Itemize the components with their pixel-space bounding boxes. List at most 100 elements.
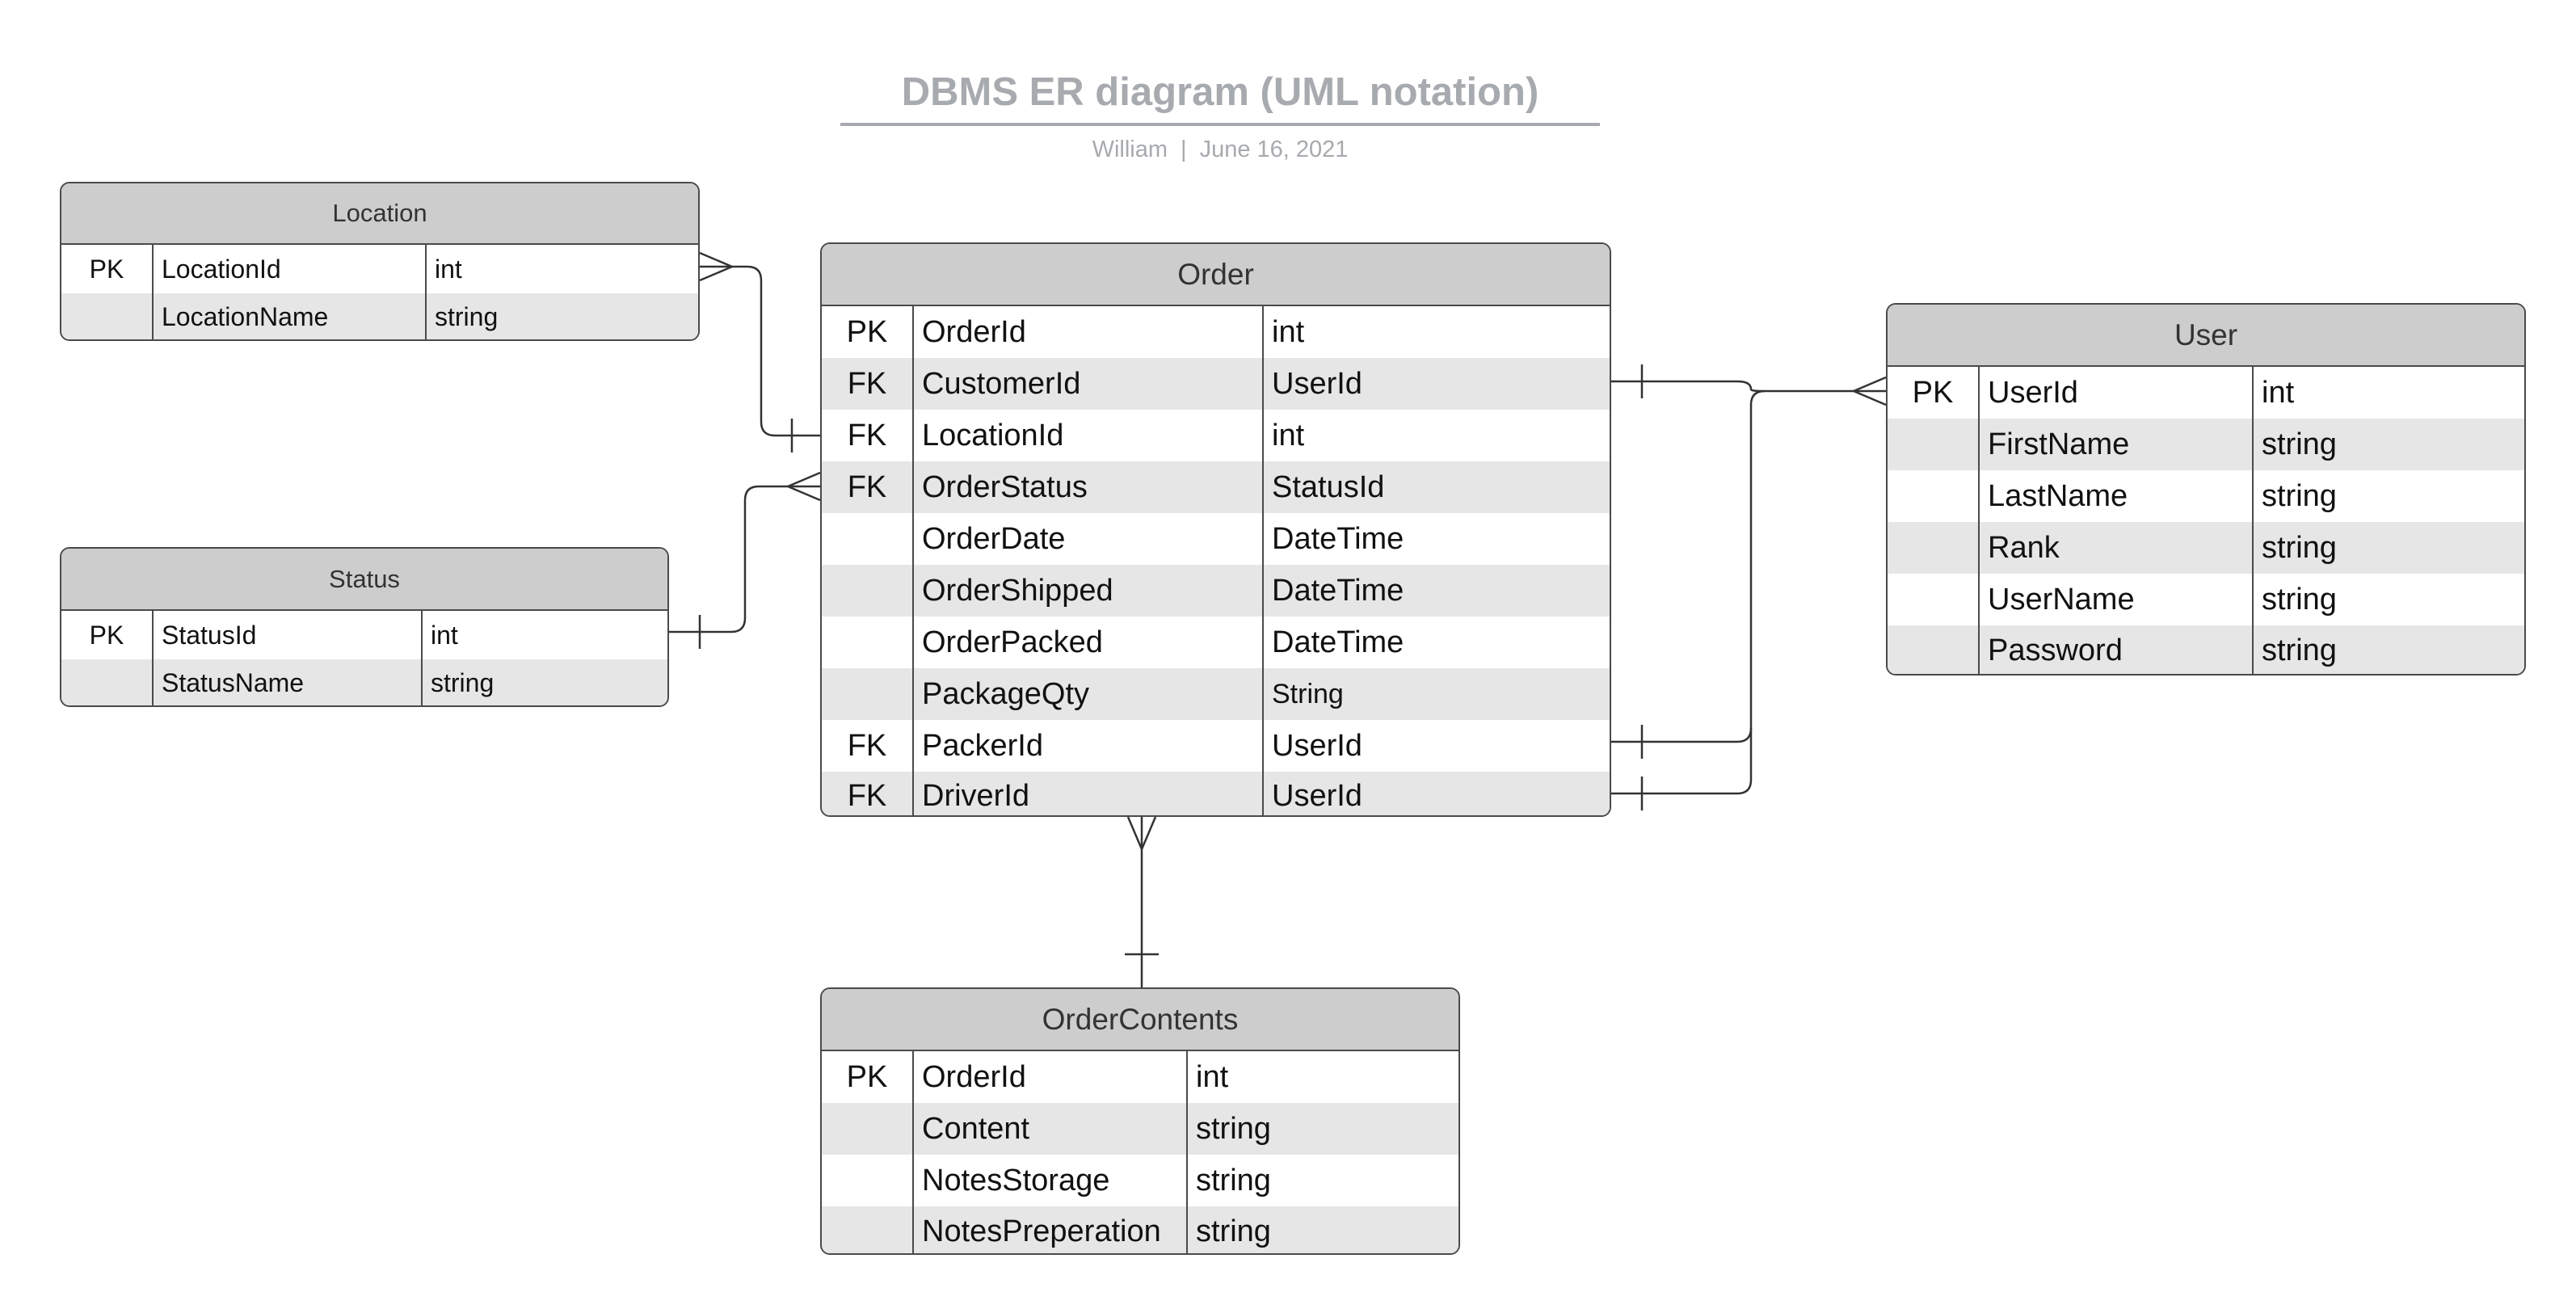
entity-header: Status	[61, 549, 667, 611]
field-name: LastName	[1980, 470, 2254, 522]
key-cell	[822, 1103, 914, 1155]
field-name: LocationId	[914, 410, 1264, 461]
field-name: CustomerId	[914, 358, 1264, 410]
diagram-title: DBMS ER diagram (UML notation)	[901, 70, 1539, 114]
key-cell	[1888, 574, 1980, 625]
key-cell	[1888, 625, 1980, 674]
table-row: FirstName string	[1888, 419, 2524, 470]
field-name: Content	[914, 1103, 1188, 1155]
crowfoot-user-many	[1852, 376, 1887, 406]
table-row: OrderShipped DateTime	[822, 565, 1610, 617]
field-name: NotesPreperation	[914, 1206, 1188, 1253]
field-name: UserId	[1980, 367, 2254, 419]
field-type: UserId	[1272, 366, 1362, 401]
entity-status[interactable]: Status PK StatusId int StatusName string	[60, 547, 669, 707]
field-name: PackerId	[914, 720, 1264, 772]
entity-user[interactable]: User PK UserId int FirstName string Last…	[1886, 303, 2526, 676]
entity-location[interactable]: Location PK LocationId int LocationName …	[60, 182, 700, 341]
title-underline	[840, 123, 1600, 126]
key-cell	[1888, 470, 1980, 522]
key-cell	[822, 1155, 914, 1206]
field-type: string	[2262, 478, 2337, 513]
field-name: Rank	[1980, 522, 2254, 574]
field-type: string	[1196, 1214, 1271, 1248]
field-name: UserName	[1980, 574, 2254, 625]
field-name: LocationId	[154, 245, 427, 293]
field-name: OrderStatus	[914, 461, 1264, 513]
field-name: OrderDate	[914, 513, 1264, 565]
table-row: PK OrderId int	[822, 1051, 1458, 1103]
field-name: FirstName	[1980, 419, 2254, 470]
entity-order-contents[interactable]: OrderContents PK OrderId int Content str…	[820, 987, 1460, 1255]
table-row: LastName string	[1888, 470, 2524, 522]
key-cell	[822, 668, 914, 720]
field-name: PackageQty	[914, 668, 1264, 720]
field-type: int	[1272, 418, 1305, 452]
field-type: UserId	[1272, 728, 1362, 763]
key-cell: PK	[61, 611, 154, 659]
table-row: OrderPacked DateTime	[822, 617, 1610, 668]
field-type: string	[2262, 427, 2337, 461]
crowfoot-order-many-status	[786, 471, 821, 502]
key-cell: FK	[822, 410, 914, 461]
field-name: OrderId	[914, 306, 1264, 358]
field-type: string	[435, 302, 499, 331]
table-row: UserName string	[1888, 574, 2524, 625]
field-type: String	[1272, 678, 1344, 709]
table-row: LocationName string	[61, 293, 698, 339]
table-row: FK DriverId UserId	[822, 772, 1610, 815]
table-row: FK OrderStatus StatusId	[822, 461, 1610, 513]
connector-driver-user	[1611, 728, 1753, 795]
key-cell	[1888, 419, 1980, 470]
entity-header: OrderContents	[822, 989, 1458, 1051]
field-type: StatusId	[1272, 469, 1385, 504]
field-type: int	[1272, 314, 1305, 349]
table-row: NotesStorage string	[822, 1155, 1458, 1206]
table-row: PK StatusId int	[61, 611, 667, 659]
connector-status-order	[669, 485, 820, 633]
table-row: StatusName string	[61, 659, 667, 705]
table-row: NotesPreperation string	[822, 1206, 1458, 1253]
subtitle-separator: |	[1181, 137, 1187, 162]
crowfoot-location-many	[699, 251, 734, 282]
diagram-date: June 16, 2021	[1199, 137, 1349, 162]
table-row: Password string	[1888, 625, 2524, 674]
table-row: Content string	[822, 1103, 1458, 1155]
table-row: PackageQty String	[822, 668, 1610, 720]
table-row: FK CustomerId UserId	[822, 358, 1610, 410]
key-cell	[822, 617, 914, 668]
field-name: StatusName	[154, 659, 423, 705]
key-cell	[61, 659, 154, 705]
field-type: int	[431, 620, 458, 650]
field-type: DateTime	[1272, 625, 1404, 659]
key-cell: PK	[822, 1051, 914, 1103]
field-name: OrderId	[914, 1051, 1188, 1103]
key-cell	[822, 565, 914, 617]
field-name: OrderShipped	[914, 565, 1264, 617]
diagram-header: DBMS ER diagram (UML notation) William|J…	[840, 63, 1600, 163]
field-type: string	[1196, 1111, 1271, 1146]
field-type: string	[431, 668, 495, 697]
field-type: int	[435, 254, 462, 284]
field-name: StatusId	[154, 611, 423, 659]
key-cell: PK	[61, 245, 154, 293]
table-row: FK PackerId UserId	[822, 720, 1610, 772]
connector-customer-user	[1611, 380, 1886, 393]
table-row: PK OrderId int	[822, 306, 1610, 358]
key-cell	[822, 1206, 914, 1253]
key-cell: FK	[822, 772, 914, 815]
field-type: string	[2262, 530, 2337, 565]
field-type: int	[2262, 375, 2295, 410]
field-name: OrderPacked	[914, 617, 1264, 668]
field-name: DriverId	[914, 772, 1264, 815]
table-row: PK LocationId int	[61, 245, 698, 293]
connector-location-order	[700, 265, 820, 437]
field-name: Password	[1980, 625, 2254, 674]
connector-packer-user	[1611, 389, 1766, 743]
field-type: DateTime	[1272, 573, 1404, 608]
entity-order[interactable]: Order PK OrderId int FK CustomerId UserI…	[820, 242, 1611, 817]
table-row: OrderDate DateTime	[822, 513, 1610, 565]
field-type: string	[2262, 633, 2337, 667]
field-type: UserId	[1272, 778, 1362, 813]
